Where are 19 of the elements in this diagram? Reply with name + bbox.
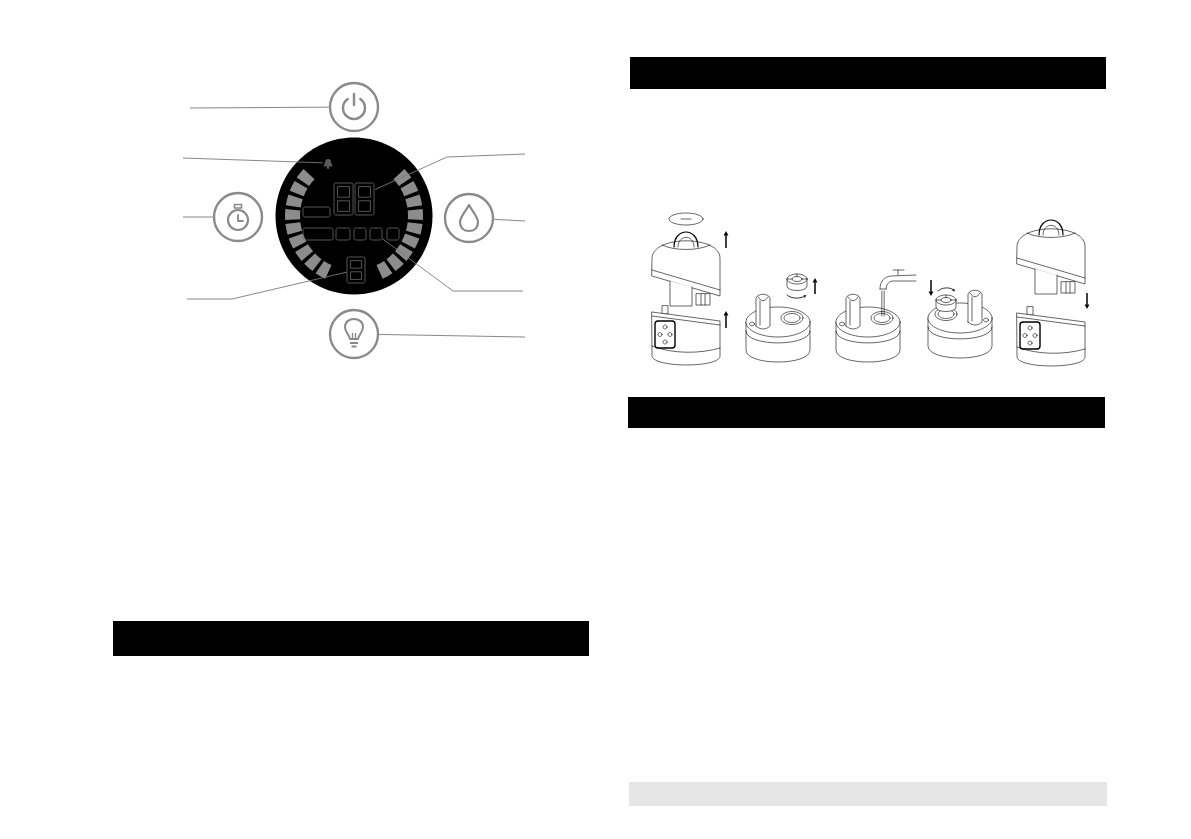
leader-line bbox=[189, 106, 330, 109]
segment-digits bbox=[333, 182, 375, 216]
heading-band bbox=[628, 397, 1105, 428]
heading-band bbox=[630, 57, 1106, 89]
indicator-segment bbox=[386, 227, 400, 241]
leader-line bbox=[493, 218, 526, 222]
leader-line bbox=[381, 238, 524, 292]
bell-icon bbox=[323, 159, 333, 169]
indicator-segment bbox=[353, 227, 367, 241]
indicator-segment bbox=[335, 227, 351, 241]
leader-line bbox=[182, 157, 324, 164]
shaded-band bbox=[629, 782, 1107, 806]
segment-digit bbox=[346, 256, 366, 284]
leader-line bbox=[182, 216, 214, 218]
heading-band bbox=[113, 621, 589, 656]
indicator-segment bbox=[369, 227, 383, 241]
leader-line bbox=[186, 271, 348, 300]
leader-line bbox=[374, 153, 526, 190]
leader-line bbox=[378, 334, 526, 338]
